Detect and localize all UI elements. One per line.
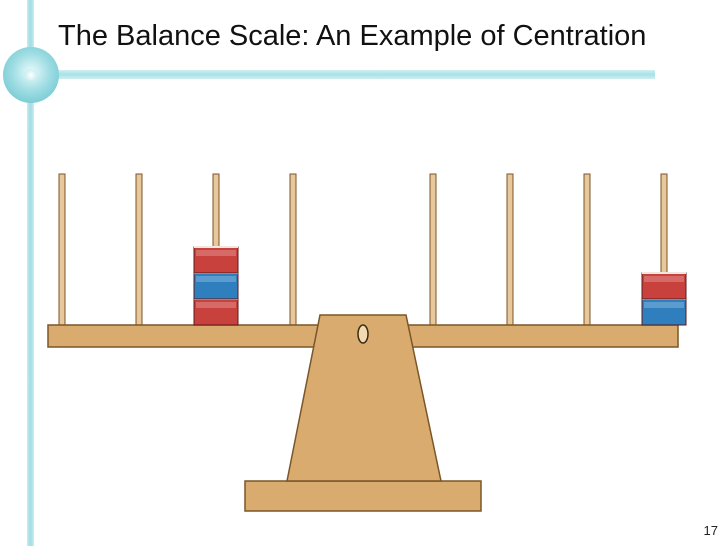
scale-weights	[193, 246, 687, 326]
peg-left-2	[135, 173, 143, 327]
peg-left-4	[289, 173, 297, 327]
page-number: 17	[703, 523, 718, 538]
slide-title: The Balance Scale: An Example of Centrat…	[58, 20, 647, 52]
weight-left-1	[193, 298, 239, 326]
scale-pegs	[58, 173, 668, 327]
title-underline	[40, 70, 655, 79]
pivot-hole-icon	[357, 324, 369, 344]
scale-fulcrum	[286, 314, 442, 482]
weight-left-3	[193, 246, 239, 274]
peg-right-2	[506, 173, 514, 327]
peg-right-3	[583, 173, 591, 327]
weight-left-2	[193, 272, 239, 300]
weight-right-1	[641, 298, 687, 326]
weight-right-2	[641, 272, 687, 300]
peg-right-1	[429, 173, 437, 327]
scale-base	[244, 480, 482, 512]
decorative-left-bar	[27, 0, 34, 546]
peg-left-1	[58, 173, 66, 327]
decorative-orb-core	[25, 69, 37, 81]
